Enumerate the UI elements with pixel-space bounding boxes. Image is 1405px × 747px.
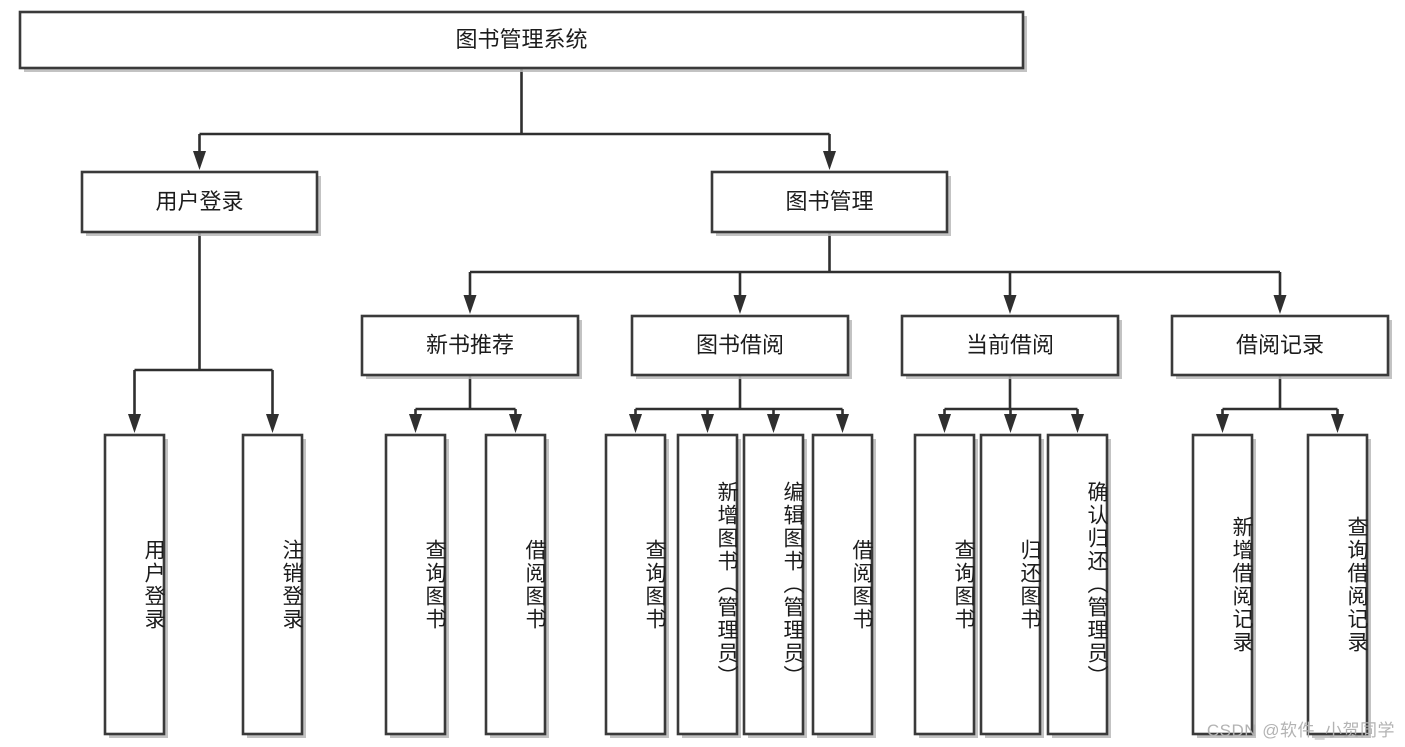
node-box-current-borrow[interactable] — [900, 314, 1120, 377]
arrow-head-icon-book-manage — [823, 151, 836, 170]
arrow-head-icon-leaf-confirm-return — [1071, 414, 1084, 433]
node-box-leaf-borrow-book[interactable] — [811, 433, 874, 736]
arrow-head-icon-leaf-return-book — [1004, 414, 1017, 433]
arrow-head-icon-leaf-borrow-book — [836, 414, 849, 433]
node-box-leaf-logout[interactable] — [241, 433, 304, 736]
node-label-borrow-record: 借阅记录 — [1236, 332, 1324, 357]
node-box-leaf-query-book-current[interactable] — [913, 433, 976, 736]
arrow-head-icon-new-book-rec — [463, 295, 477, 314]
connector-layer — [128, 68, 1344, 433]
arrow-head-icon-leaf-logout — [266, 414, 279, 433]
arrow-head-icon-leaf-user-login — [128, 414, 141, 433]
node-box-leaf-return-book[interactable] — [979, 433, 1042, 736]
arrow-head-icon-leaf-borrow-book-rec — [509, 414, 522, 433]
node-box-leaf-add-book[interactable] — [676, 433, 739, 736]
node-box-user-login[interactable] — [80, 170, 319, 234]
arrow-head-icon-leaf-add-book — [701, 414, 714, 433]
node-box-book-borrow[interactable] — [630, 314, 850, 377]
node-box-leaf-query-record[interactable] — [1306, 433, 1369, 736]
node-label-book-manage: 图书管理 — [785, 189, 873, 214]
node-label-root: 图书管理系统 — [455, 27, 587, 52]
node-box-borrow-record[interactable] — [1170, 314, 1390, 377]
arrow-head-icon-leaf-edit-book — [767, 414, 780, 433]
arrow-head-icon-book-borrow — [733, 295, 747, 314]
node-label-current-borrow: 当前借阅 — [966, 332, 1054, 357]
node-box-leaf-borrow-book-rec[interactable] — [484, 433, 547, 736]
arrow-head-icon-leaf-query-book-rec — [409, 414, 422, 433]
node-box-leaf-confirm-return[interactable] — [1046, 433, 1109, 736]
node-box-leaf-query-book-borrow[interactable] — [604, 433, 667, 736]
node-label-user-login: 用户登录 — [155, 189, 243, 214]
arrow-head-icon-leaf-query-book-borrow — [629, 414, 642, 433]
arrow-head-icon-leaf-add-record — [1216, 414, 1229, 433]
node-box-leaf-add-record[interactable] — [1191, 433, 1254, 736]
arrow-head-icon-user-login — [193, 151, 206, 170]
watermark: CSDN @软件_小贺同学 — [1206, 721, 1395, 740]
node-box-layer — [18, 10, 1392, 738]
arrow-head-icon-borrow-record — [1273, 295, 1287, 314]
node-box-leaf-query-book-rec[interactable] — [384, 433, 447, 736]
arrow-head-icon-leaf-query-record — [1331, 414, 1344, 433]
arrow-head-icon-current-borrow — [1003, 295, 1017, 314]
node-box-leaf-user-login[interactable] — [103, 433, 166, 736]
node-box-book-manage[interactable] — [710, 170, 949, 234]
node-label-book-borrow: 图书借阅 — [696, 332, 784, 357]
node-box-root[interactable] — [18, 10, 1025, 70]
node-label-new-book-rec: 新书推荐 — [426, 332, 514, 357]
arrow-head-icon-leaf-query-book-current — [938, 414, 951, 433]
node-box-leaf-edit-book[interactable] — [742, 433, 805, 736]
node-box-new-book-rec[interactable] — [360, 314, 580, 377]
